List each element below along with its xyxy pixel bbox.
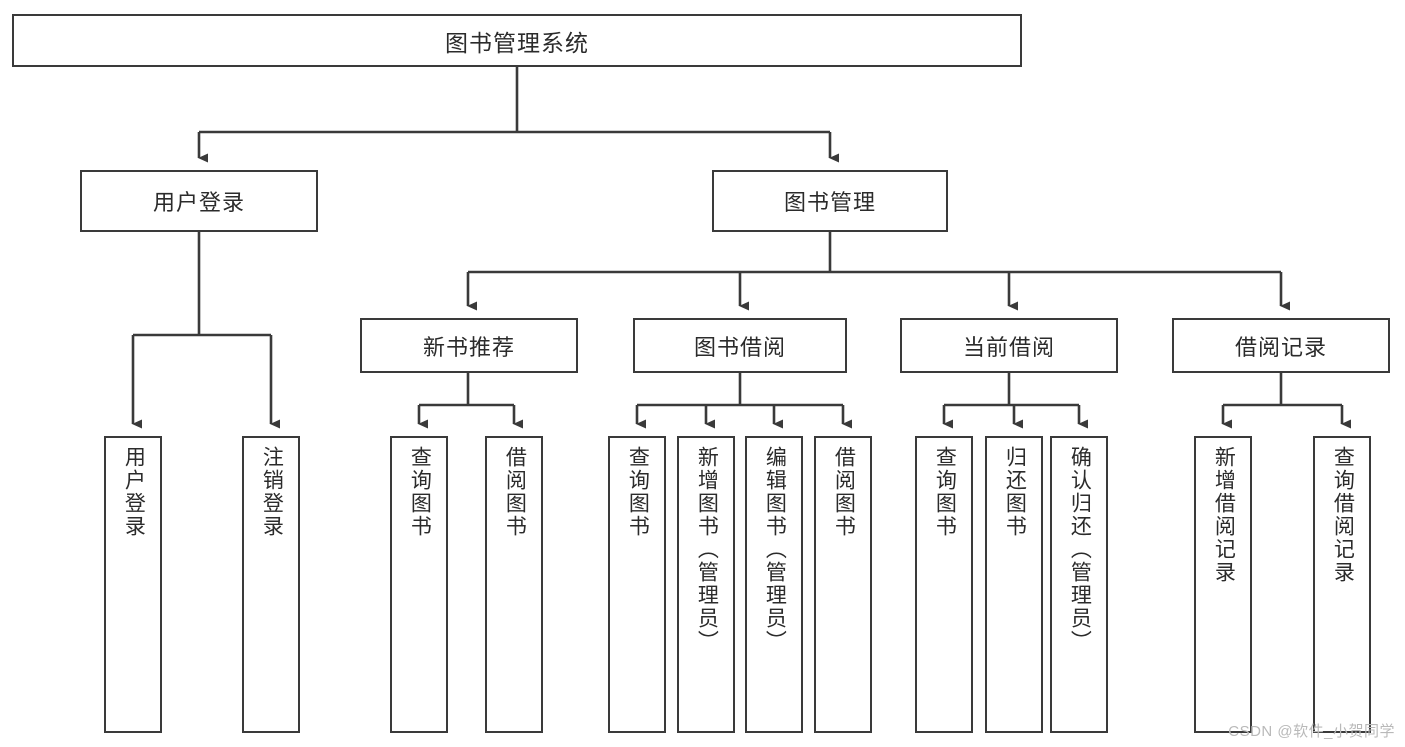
- node-label: 图书管理: [783, 190, 876, 215]
- node-label: 图书借阅: [693, 334, 786, 360]
- node-label: 确认归还（管理员）: [1068, 446, 1092, 653]
- leaf-borrow-add-book-admin[interactable]: 新增图书（管理员）: [677, 436, 735, 733]
- node-label: 注销登录: [260, 446, 284, 538]
- node-label: 借阅记录: [1234, 334, 1327, 360]
- leaf-new-book-query[interactable]: 查询图书: [390, 436, 448, 733]
- node-book-borrowing[interactable]: 图书借阅: [633, 318, 847, 373]
- node-label: 用户登录: [122, 446, 146, 538]
- leaf-user-login-signout[interactable]: 注销登录: [242, 436, 300, 733]
- node-label: 新书推荐: [422, 334, 515, 360]
- leaf-user-login-signin[interactable]: 用户登录: [104, 436, 162, 733]
- node-label: 借阅图书: [503, 446, 527, 538]
- leaf-borrow-edit-book-admin[interactable]: 编辑图书（管理员）: [745, 436, 803, 733]
- node-current-borrowing[interactable]: 当前借阅: [900, 318, 1118, 373]
- node-user-login[interactable]: 用户登录: [80, 170, 318, 232]
- leaf-current-query-book[interactable]: 查询图书: [915, 436, 973, 733]
- node-label: 新增图书（管理员）: [695, 446, 719, 653]
- node-new-book-recommendation[interactable]: 新书推荐: [360, 318, 578, 373]
- leaf-current-return-book[interactable]: 归还图书: [985, 436, 1043, 733]
- node-root-book-management-system[interactable]: 图书管理系统: [12, 14, 1022, 67]
- node-label: 查询图书: [408, 446, 432, 538]
- node-borrowing-records[interactable]: 借阅记录: [1172, 318, 1390, 373]
- leaf-record-add-borrow-record[interactable]: 新增借阅记录: [1194, 436, 1252, 733]
- node-book-management[interactable]: 图书管理: [712, 170, 948, 232]
- node-label: 新增借阅记录: [1212, 446, 1236, 584]
- leaf-borrow-borrow-book[interactable]: 借阅图书: [814, 436, 872, 733]
- node-label: 查询图书: [626, 446, 650, 538]
- watermark-csdn: CSDN @软件_小贺同学: [1228, 723, 1395, 740]
- node-label: 查询借阅记录: [1331, 446, 1355, 584]
- leaf-record-query-borrow-record[interactable]: 查询借阅记录: [1313, 436, 1371, 733]
- leaf-current-confirm-return-admin[interactable]: 确认归还（管理员）: [1050, 436, 1108, 733]
- leaf-borrow-query-book[interactable]: 查询图书: [608, 436, 666, 733]
- node-label: 用户登录: [152, 190, 245, 215]
- node-label: 归还图书: [1003, 446, 1027, 538]
- node-label: 图书管理系统: [445, 29, 589, 56]
- node-label: 编辑图书（管理员）: [763, 446, 787, 653]
- leaf-new-book-borrow[interactable]: 借阅图书: [485, 436, 543, 733]
- node-label: 当前借阅: [962, 334, 1055, 360]
- node-label: 借阅图书: [832, 446, 856, 538]
- node-label: 查询图书: [933, 446, 957, 538]
